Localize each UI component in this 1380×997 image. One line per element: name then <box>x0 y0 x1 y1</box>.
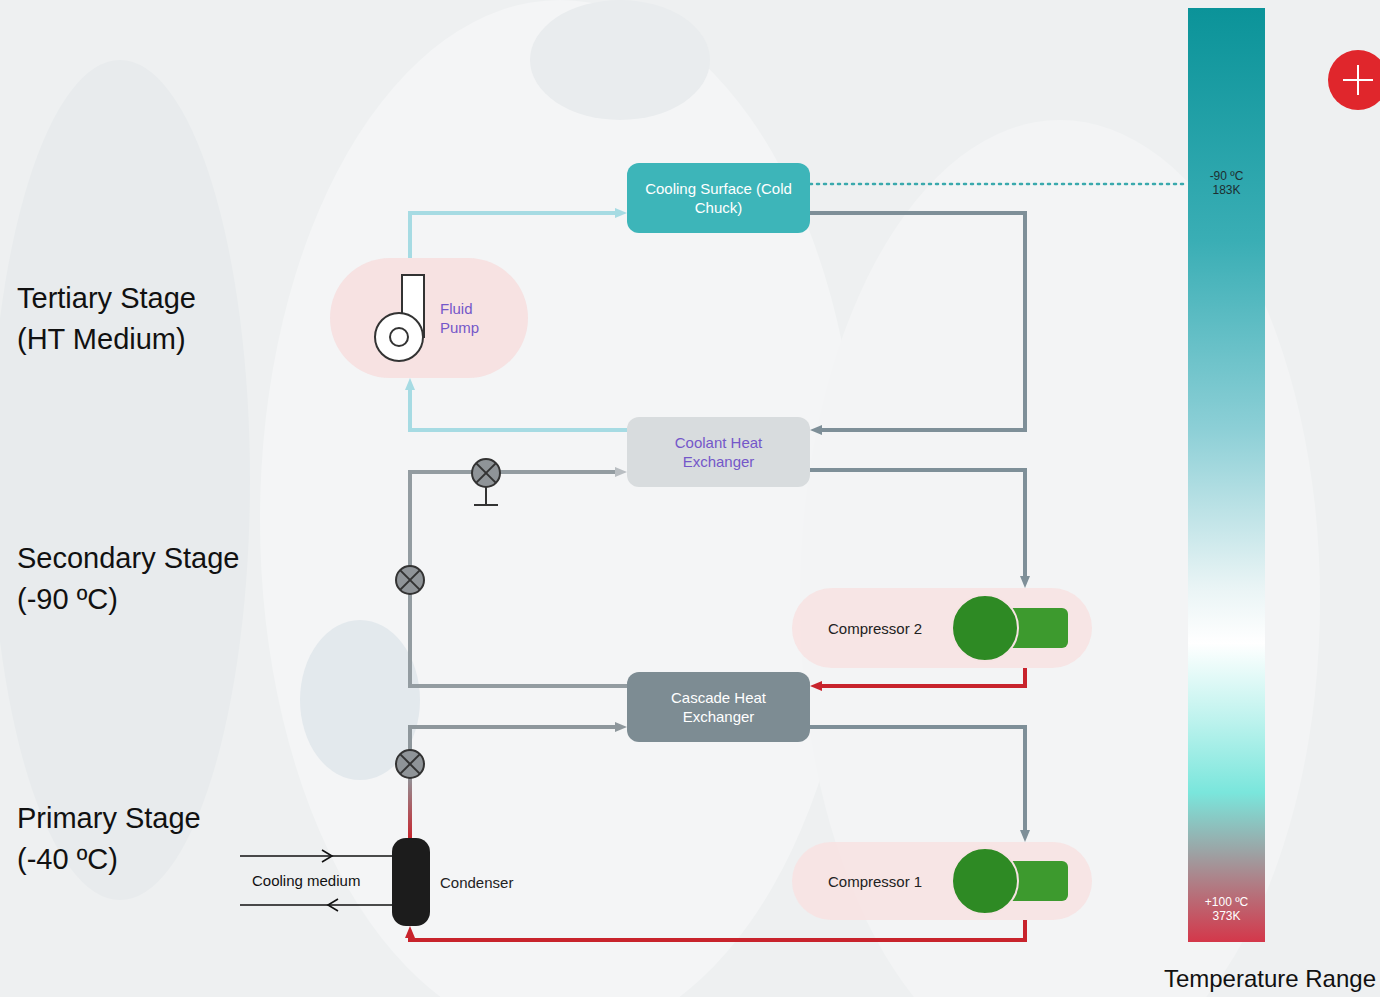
compressor-unit: Compressor 1 <box>792 842 1092 920</box>
temperature-leader <box>810 183 1188 186</box>
flow-line <box>410 920 1025 940</box>
compressor-unit: Compressor 2 <box>792 588 1092 668</box>
stage-label: Secondary Stage (-90 ºC) <box>17 538 272 620</box>
expansion-valve <box>472 459 500 505</box>
valve <box>396 566 424 594</box>
node-text: +100 ºC 373K <box>1198 896 1255 924</box>
node-text: Fluid Pump <box>440 299 490 338</box>
flow-line <box>820 668 1025 686</box>
cooling-medium-arrows <box>240 850 392 911</box>
node-text: Temperature Range <box>1164 964 1376 994</box>
add-button <box>1328 50 1380 110</box>
valve <box>396 750 424 778</box>
flow-line <box>810 470 1025 578</box>
flow-line <box>410 727 617 838</box>
flow-line <box>410 388 627 430</box>
node-text: Compressor 1 <box>828 873 922 890</box>
flow-line <box>810 727 1025 832</box>
temperature-scale: -90 ºC 183K+100 ºC 373KTemperature Range <box>1188 8 1265 942</box>
pump-unit: Fluid Pump <box>330 258 528 378</box>
node-text: Condenser <box>440 874 513 891</box>
medium-label: Cooling medium <box>252 872 360 890</box>
heat-exchanger-box: Cascade Heat Exchanger <box>627 672 810 742</box>
flow-line <box>410 213 617 258</box>
node-text: Cascade Heat Exchanger <box>639 688 798 727</box>
node-text: Cooling Surface (Cold Chuck) <box>639 179 798 218</box>
cold-chuck-box: Cooling Surface (Cold Chuck) <box>627 163 810 233</box>
node-text: Coolant Heat Exchanger <box>639 433 798 472</box>
flow-line <box>810 213 1025 430</box>
stage-label: Primary Stage (-40 ºC) <box>17 798 239 880</box>
node-text: -90 ºC 183K <box>1201 170 1252 198</box>
flow-line <box>410 472 627 686</box>
condenser-vessel: Condenser <box>392 838 430 926</box>
heat-exchanger-box: Coolant Heat Exchanger <box>627 417 810 487</box>
stage-label: Tertiary Stage (HT Medium) <box>17 278 239 360</box>
node-text: Compressor 2 <box>828 620 922 637</box>
